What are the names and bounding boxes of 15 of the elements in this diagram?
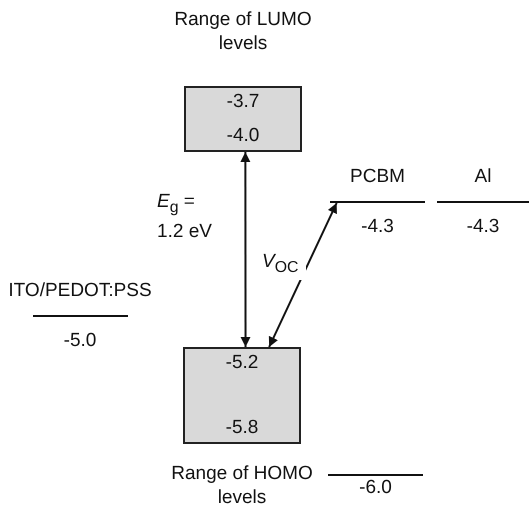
energy-value: -4.3 <box>466 215 500 239</box>
energy-value: -3.7 <box>226 90 260 114</box>
energy-value: -5.2 <box>226 351 258 375</box>
material-label: Al <box>474 165 492 189</box>
double-headed-arrow <box>268 202 338 348</box>
energy-value: -4.3 <box>361 215 394 239</box>
double-headed-arrow <box>240 152 251 347</box>
material-label: ITO/PEDOT:PSS <box>8 279 152 303</box>
energy-value: -4.0 <box>226 124 260 148</box>
energy-value: -6.0 <box>359 476 392 500</box>
energy-value: -5.0 <box>64 329 96 353</box>
range-heading: Range of HOMO levels <box>170 462 314 510</box>
energy-value: -5.8 <box>226 416 258 440</box>
range-heading: Range of LUMO levels <box>173 8 313 56</box>
material-label: PCBM <box>350 165 405 189</box>
